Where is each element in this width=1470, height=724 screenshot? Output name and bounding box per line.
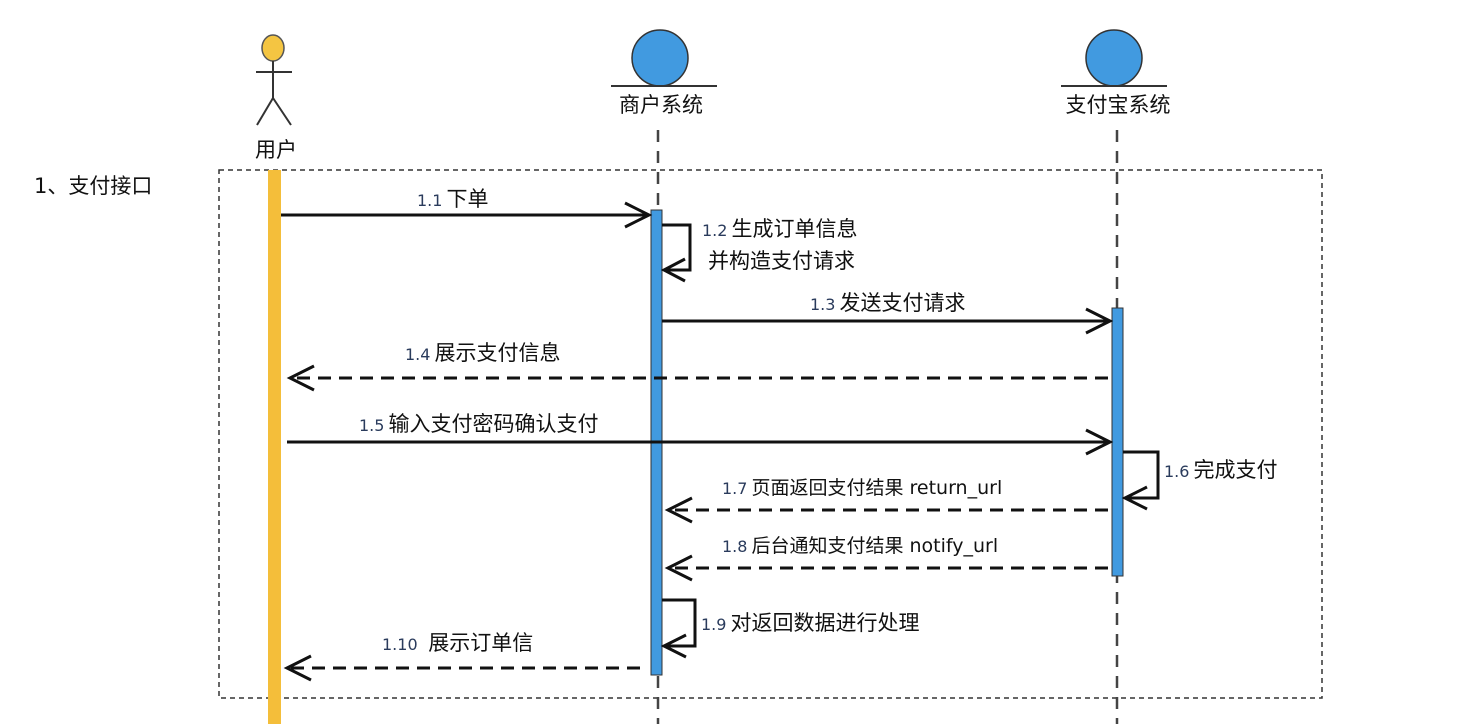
actor-stick-figure-icon [256, 34, 292, 126]
boundary-circle-icon [1061, 29, 1167, 87]
message-1-10-label: 1.10 展示订单信 [382, 631, 533, 655]
merchant-participant: 商户系统 [611, 29, 717, 117]
user-actor: 用户 [255, 34, 297, 162]
merchant-label: 商户系统 [619, 93, 703, 117]
boundary-circle-icon [611, 29, 717, 87]
fragment-label: 1、支付接口 [34, 174, 152, 198]
alipay-participant: 支付宝系统 [1061, 29, 1171, 117]
alipay-activation-bar [1111, 307, 1124, 577]
message-1-2-label-line2: 并构造支付请求 [708, 249, 855, 273]
user-activation-bar [268, 170, 281, 724]
message-1-10: 1.10 展示订单信 [283, 631, 640, 682]
fragment-frame [218, 169, 1323, 699]
alipay-label: 支付宝系统 [1066, 93, 1171, 117]
user-label: 用户 [255, 138, 297, 162]
